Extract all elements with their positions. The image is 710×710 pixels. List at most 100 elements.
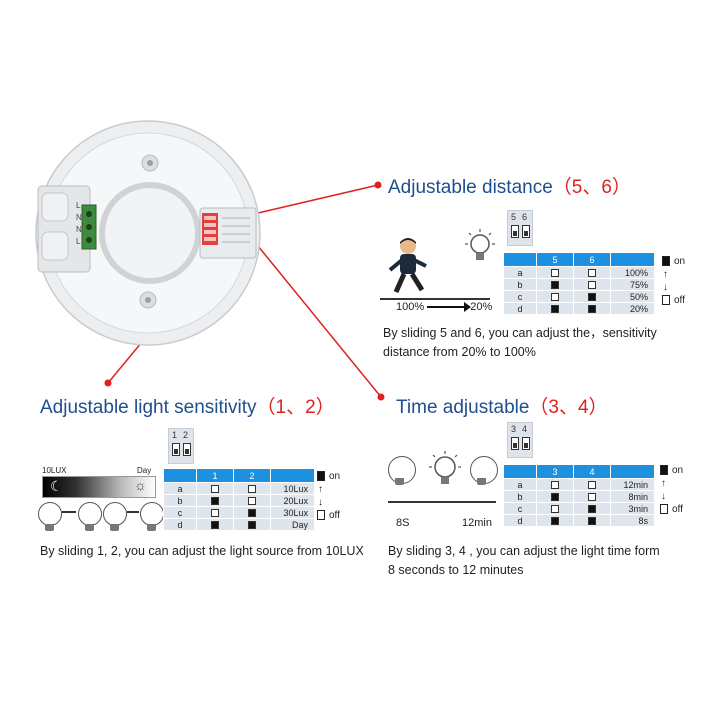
light-switch-cell	[196, 482, 234, 495]
distance-switch-slot-6	[522, 225, 530, 238]
switch-on-icon	[588, 293, 596, 302]
light-switch-diagram: 1 2	[168, 428, 194, 464]
time-header-3: 3	[536, 464, 574, 479]
distance-switch-cell	[573, 290, 611, 303]
distance-switch-cell	[536, 302, 574, 315]
time-legend-up-arrow-icon: ↑	[661, 478, 666, 489]
light-bulb-2-icon	[78, 502, 102, 531]
time-row-label: b	[503, 490, 537, 503]
moon-icon: ☾	[50, 478, 63, 494]
legend-down-arrow-icon: ↓	[663, 282, 668, 293]
time-table-row: b 8min	[503, 490, 655, 503]
time-legend-down-arrow-icon: ↓	[661, 491, 666, 502]
running-man-icon	[388, 238, 427, 294]
distance-table-row: b 75%	[503, 278, 655, 291]
distance-switch-num-5: 5	[511, 212, 517, 222]
distance-caption-line2: distance from 20% to 100%	[383, 345, 536, 359]
time-title-suffix: （3、4）	[529, 397, 608, 418]
light-bulb-3-icon	[103, 502, 127, 531]
switch-off-icon	[588, 269, 596, 278]
leader-line-distance	[257, 184, 379, 214]
distance-row-label: b	[503, 278, 537, 291]
distance-header-6: 6	[573, 252, 611, 267]
gradient-right-label: Day	[137, 466, 152, 475]
distance-row-label: a	[503, 266, 537, 279]
light-legend-down-arrow-icon: ↓	[318, 497, 323, 508]
time-switch-cell	[573, 502, 611, 515]
light-bulb-1-icon	[38, 502, 62, 531]
light-row-label: a	[163, 482, 197, 495]
distance-row-value: 75%	[610, 278, 655, 291]
legend-off-icon	[662, 295, 670, 306]
switch-on-icon	[211, 521, 219, 530]
leader-dot-time	[377, 393, 385, 401]
light-switch-cell	[233, 506, 271, 519]
time-caption: By sliding 3, 4 , you can adjust the lig…	[388, 542, 660, 580]
terminal-label-2: N	[76, 213, 82, 222]
switch-on-icon	[551, 517, 559, 526]
distance-caption: By sliding 5 and 6, you can adjust the，s…	[383, 324, 657, 362]
distance-title-text: Adjustable distance	[388, 177, 553, 198]
time-switch-diagram: 3 4	[507, 422, 533, 458]
light-row-value: Day	[270, 518, 315, 531]
time-switch-cell	[573, 478, 611, 491]
time-bulb-on-icon	[429, 451, 461, 484]
light-switch-cell	[233, 482, 271, 495]
time-switch-cell	[573, 490, 611, 503]
light-switch-cell	[196, 506, 234, 519]
light-header-1: 1	[196, 468, 234, 483]
switch-on-icon	[551, 281, 559, 290]
distance-switch-cell	[536, 266, 574, 279]
light-switch-num-2: 2	[183, 430, 189, 440]
distance-switch-cell	[536, 278, 574, 291]
time-switch-cell	[573, 514, 611, 527]
switch-on-icon	[588, 505, 596, 514]
distance-switch-cell	[573, 266, 611, 279]
switch-off-icon	[551, 269, 559, 278]
distance-title-suffix: （5、6）	[552, 177, 631, 198]
distance-range: 100% 20%	[396, 301, 492, 313]
time-switch-cell	[536, 478, 574, 491]
time-row-value: 3min	[610, 502, 655, 515]
leader-dot-distance	[374, 181, 382, 189]
light-dash-1	[62, 511, 76, 513]
switch-off-icon	[211, 485, 219, 494]
light-row-value: 30Lux	[270, 506, 315, 519]
light-title-text: Adjustable light sensitivity	[40, 397, 257, 418]
distance-legend: on ↑ ↓ off	[662, 255, 685, 307]
light-legend: on ↑ ↓ off	[317, 470, 340, 522]
switch-on-icon	[551, 493, 559, 502]
light-legend-on-label: on	[329, 471, 341, 482]
switch-off-icon	[551, 505, 559, 514]
switch-off-icon	[551, 293, 559, 302]
light-legend-off-icon	[317, 510, 325, 521]
time-bulb-off-icon	[388, 456, 416, 485]
light-dash-2	[127, 511, 139, 513]
light-header-2: 2	[233, 468, 271, 483]
time-switch-num-4: 4	[522, 424, 528, 434]
light-bulb-4-icon	[140, 502, 164, 531]
sun-icon: ☼	[134, 477, 147, 493]
time-row-value: 8s	[610, 514, 655, 527]
distance-arrow-icon	[427, 302, 472, 313]
time-switch-cell	[536, 502, 574, 515]
light-switch-cell	[233, 518, 271, 531]
switch-off-icon	[588, 481, 596, 490]
time-row-value: 8min	[610, 490, 655, 503]
time-baseline	[388, 501, 496, 503]
light-switch-cell	[196, 494, 234, 507]
distance-to: 20%	[470, 301, 493, 313]
distance-row-label: d	[503, 302, 537, 315]
gradient-left-label: 10LUX	[42, 466, 67, 475]
distance-from: 100%	[396, 301, 425, 313]
switch-on-icon	[551, 305, 559, 314]
light-legend-on-icon	[317, 471, 325, 482]
light-row-label: c	[163, 506, 197, 519]
